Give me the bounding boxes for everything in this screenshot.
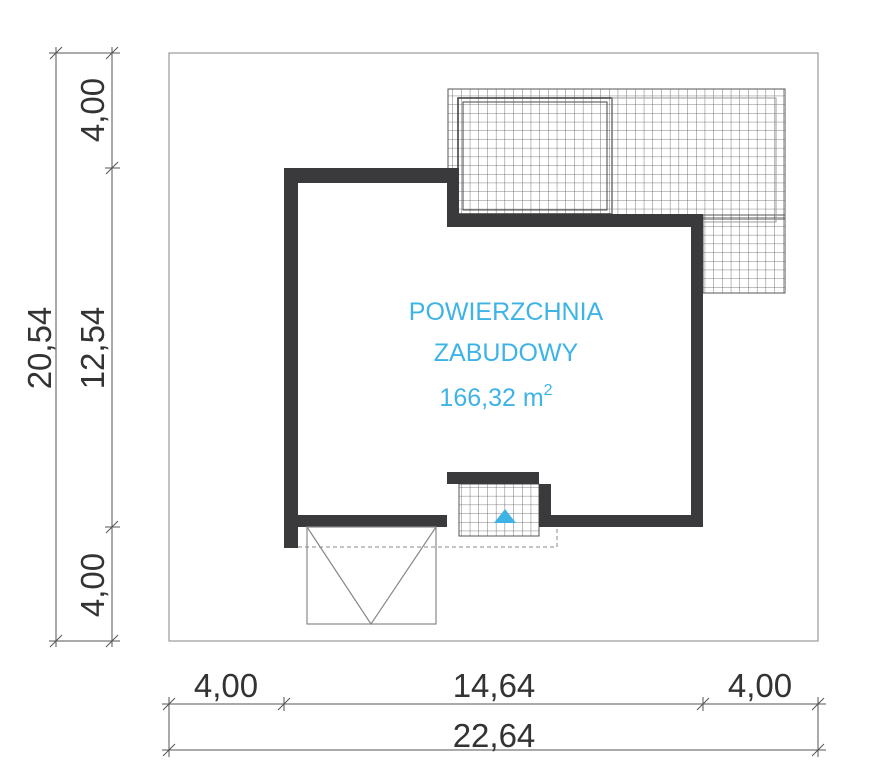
area-value: 166,32 m2 xyxy=(439,382,552,412)
area-label-line2: ZABUDOWY xyxy=(434,339,579,367)
entrance-grid xyxy=(458,483,540,537)
dim-left-top: 4,00 xyxy=(74,78,111,142)
dim-left-middle: 12,54 xyxy=(74,307,111,390)
dim-left-total: 20,54 xyxy=(21,307,58,390)
area-label-line1: POWIERZCHNIA xyxy=(409,298,604,326)
plot-boundary xyxy=(168,52,819,642)
left-dimension-lines xyxy=(49,46,120,648)
terrace-grid xyxy=(447,88,786,294)
dim-bottom-left: 4,00 xyxy=(194,667,258,704)
bottom-dimension-lines xyxy=(162,697,826,757)
entrance-marker-icon xyxy=(494,509,516,523)
house-walls xyxy=(284,168,703,548)
dim-left-bottom: 4,00 xyxy=(74,553,111,617)
dim-bottom-middle: 14,64 xyxy=(453,667,536,704)
dim-bottom-right: 4,00 xyxy=(728,667,792,704)
door-swing xyxy=(306,526,437,626)
dim-bottom-total: 22,64 xyxy=(453,717,536,754)
dashed-outline xyxy=(298,527,558,548)
